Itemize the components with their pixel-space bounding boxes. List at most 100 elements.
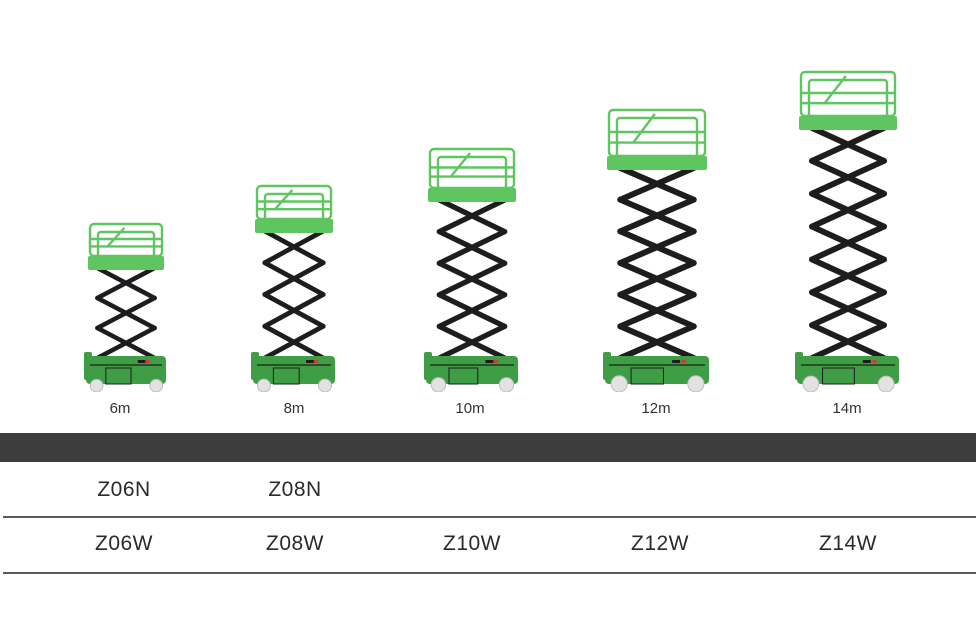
base-step — [603, 352, 611, 380]
wheel-rear — [149, 378, 164, 392]
control-box — [137, 360, 146, 363]
rail-inner — [436, 155, 508, 192]
scissor-arms — [95, 265, 157, 361]
wheel-rear — [318, 378, 332, 392]
wheel-front — [89, 378, 104, 392]
base-step — [251, 352, 259, 380]
scissor-arm — [436, 292, 508, 330]
battery-door — [630, 367, 664, 385]
scissor-arm — [262, 323, 326, 361]
model-label-z08n: Z08N — [268, 478, 322, 501]
platform-deck — [428, 188, 516, 202]
scissor-arm — [262, 260, 326, 297]
scissor-arm — [95, 265, 157, 301]
indicator-light — [313, 360, 318, 363]
scissor-arm — [436, 323, 508, 361]
scissor-arm — [95, 325, 157, 361]
control-box — [862, 360, 871, 363]
scissor-lift-10m-illustration — [424, 147, 518, 392]
model-label-z10w: Z10W — [442, 532, 502, 555]
rail-gate — [632, 113, 656, 144]
scissor-lift-12m-illustration — [603, 108, 709, 392]
scissor-arm — [262, 228, 326, 266]
scissor-arms — [262, 228, 326, 361]
base-step — [795, 352, 803, 380]
model-label-z08w: Z08W — [265, 532, 325, 555]
wheel-rear — [877, 375, 895, 392]
scissor-arm — [617, 165, 697, 203]
platform-deck — [607, 156, 707, 170]
rail-gate — [106, 227, 126, 248]
scissor-arms — [809, 125, 887, 361]
control-box — [672, 360, 681, 363]
scissor-arm — [809, 157, 887, 197]
scissor-lift-6m-illustration — [84, 222, 166, 392]
rail-gate — [449, 152, 472, 178]
scissor-arm — [809, 289, 887, 329]
scissor-arm — [617, 260, 697, 298]
control-box — [306, 360, 315, 363]
rail-inner — [263, 192, 325, 223]
battery-door — [105, 367, 132, 385]
scissor-arm — [809, 223, 887, 263]
height-label-14m: 14m — [832, 400, 862, 417]
indicator-light — [494, 360, 499, 363]
guard-rails — [799, 70, 897, 120]
scissor-arm — [617, 291, 697, 330]
scissor-arm — [809, 190, 887, 230]
indicator-light — [872, 360, 877, 363]
scissor-lift-14m-illustration — [795, 70, 899, 392]
scissor-arm — [436, 197, 508, 235]
scissor-lift-8m-illustration — [251, 184, 335, 392]
scissor-arm — [809, 256, 887, 296]
platform-deck — [255, 219, 333, 233]
platform-deck — [799, 116, 897, 130]
model-label-z12w: Z12W — [630, 532, 690, 555]
guard-rails — [88, 222, 164, 260]
battery-door — [448, 367, 479, 385]
control-box — [485, 360, 494, 363]
base-step — [424, 352, 432, 380]
wheel-front — [256, 378, 271, 392]
wheel-front — [802, 375, 820, 392]
wheel-rear — [687, 375, 705, 392]
rail-inner — [807, 78, 889, 120]
scissor-arm — [436, 228, 508, 266]
guard-rails — [607, 108, 707, 160]
height-label-12m: 12m — [641, 400, 671, 417]
wheel-front — [430, 377, 447, 392]
rail-gate — [274, 189, 294, 211]
rail-gate — [823, 75, 847, 104]
scissor-arm — [436, 260, 508, 298]
battery-door — [822, 367, 855, 385]
base-step — [84, 352, 92, 380]
platform-deck — [88, 256, 164, 270]
scissor-arms — [436, 197, 508, 361]
indicator-light — [681, 360, 686, 363]
bottom-divider — [3, 572, 976, 574]
battery-door — [272, 367, 300, 385]
scissor-arm — [617, 323, 697, 361]
indicator-light — [145, 360, 150, 363]
height-label-8m: 8m — [283, 400, 305, 417]
rail-inner — [615, 116, 699, 160]
scissor-arms — [617, 165, 697, 361]
wheel-front — [610, 375, 628, 392]
model-label-z06n: Z06N — [97, 478, 151, 501]
scissor-arm — [617, 196, 697, 235]
scissor-arm — [809, 125, 887, 164]
scissor-arm — [809, 322, 887, 361]
wheel-rear — [498, 377, 515, 392]
scissor-arm — [617, 228, 697, 266]
model-label-z14w: Z14W — [818, 532, 878, 555]
guard-rails — [255, 184, 333, 223]
rail-inner — [96, 230, 156, 260]
model-label-z06w: Z06W — [94, 532, 154, 555]
height-label-10m: 10m — [455, 400, 485, 417]
guard-rails — [428, 147, 516, 192]
height-label-6m: 6m — [109, 400, 131, 417]
row-divider — [3, 516, 976, 518]
scissor-arm — [95, 295, 157, 331]
header-band — [0, 433, 976, 462]
